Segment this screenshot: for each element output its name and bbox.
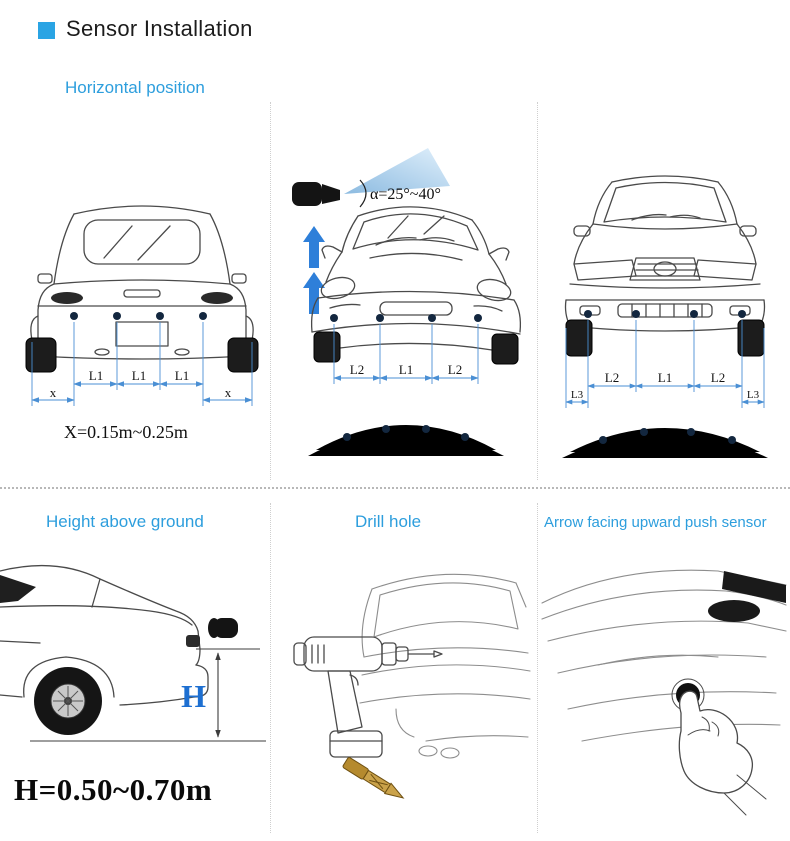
- dim-label-l1: L1: [175, 368, 189, 383]
- dim-label-l2: L2: [448, 362, 462, 377]
- rear-view-diagram: x L1 L1 L1 x: [25, 205, 259, 406]
- page-title: Sensor Installation: [66, 16, 253, 41]
- up-arrow-icon: [303, 226, 325, 314]
- drill-hole-diagram: [293, 573, 531, 799]
- front-tire-left: [313, 331, 341, 363]
- drill-tool: [293, 636, 443, 758]
- taillight: [51, 292, 83, 304]
- bumper-top-view: [308, 425, 504, 456]
- dim-label-x: x: [225, 385, 232, 400]
- quarter-window: [0, 575, 36, 603]
- bumper-sensor-dots: [584, 310, 746, 318]
- dim-label-x: x: [50, 385, 57, 400]
- angle-arc: [359, 179, 367, 208]
- rear-tire-right: [227, 337, 259, 373]
- horizontal-divider: [0, 487, 790, 489]
- tinted-rear-window: [722, 571, 786, 603]
- dim-label-l1: L1: [132, 368, 146, 383]
- dim-label-l2: L2: [605, 370, 619, 385]
- dimension-extensions: [333, 324, 479, 384]
- dim-label-l3: L3: [747, 389, 760, 401]
- sensor-icon: [208, 618, 238, 638]
- side-car-outline: [0, 564, 209, 706]
- rear-wheel: [34, 667, 102, 735]
- detection-cone: [344, 148, 450, 194]
- heading-arrow-facing-upward: Arrow facing upward push sensor: [544, 514, 767, 531]
- h-range-value: H=0.50~0.70m: [14, 772, 213, 807]
- h-dimension-label: H: [181, 678, 206, 714]
- taillight: [186, 635, 200, 647]
- car-rear-outline: [541, 569, 787, 742]
- dim-label-l1: L1: [399, 362, 413, 377]
- bumper-sensor-dots: [330, 314, 482, 322]
- dimension-extensions: [31, 322, 253, 406]
- dim-label-l2: L2: [711, 370, 725, 385]
- vertical-divider: [537, 503, 538, 833]
- title-bullet-square: [38, 22, 55, 39]
- taillight: [201, 292, 233, 304]
- front-tire-right: [491, 333, 519, 365]
- heading-horizontal-position: Horizontal position: [65, 78, 205, 97]
- x-range-value: X=0.15m~0.25m: [64, 422, 188, 442]
- heading-drill-hole: Drill hole: [355, 512, 422, 531]
- taillight: [708, 600, 760, 622]
- pushing-hand: [678, 690, 767, 816]
- vertical-divider: [270, 503, 271, 833]
- sedan-front-diagram: L3 L2 L1 L2 L3: [562, 175, 768, 458]
- angle-label: α=25°~40°: [370, 186, 441, 203]
- l1-dimension-lines: [31, 381, 253, 403]
- bumper-top-view: [562, 428, 768, 458]
- push-sensor-diagram: [541, 569, 787, 816]
- car-rear-outline: [359, 573, 531, 759]
- rear-car-outline: [30, 205, 254, 360]
- dim-label-l1: L1: [89, 368, 103, 383]
- dim-label-l2: L2: [350, 362, 364, 377]
- sedan-car-outline: [564, 175, 766, 332]
- dim-label-l1: L1: [658, 370, 672, 385]
- vertical-divider: [537, 102, 538, 480]
- height-diagram: H: [0, 564, 266, 742]
- h-dimension: [30, 648, 266, 742]
- vertical-divider: [270, 102, 271, 480]
- drill-bit: [342, 757, 405, 799]
- dimension-extensions: [565, 320, 765, 408]
- l-dimension-lines: [565, 383, 765, 405]
- sensor-icon: [292, 182, 340, 206]
- rear-tire-left: [25, 337, 57, 373]
- heading-height-above-ground: Height above ground: [46, 512, 204, 531]
- dim-label-l3: L3: [571, 389, 584, 401]
- sport-front-diagram: α=25°~40°: [292, 148, 522, 456]
- bumper-sensor-dots: [70, 312, 207, 320]
- sport-car-outline: [310, 206, 522, 351]
